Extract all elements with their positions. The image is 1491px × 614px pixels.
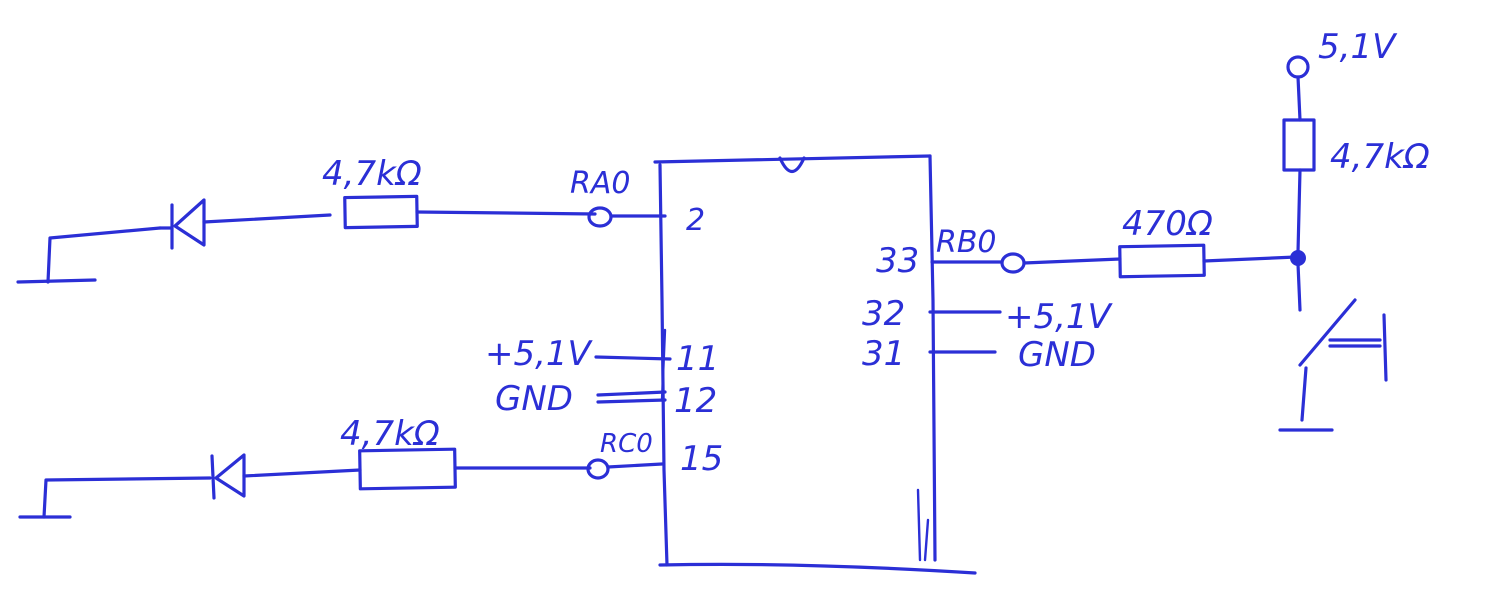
- pin-label-11: 11: [676, 339, 719, 379]
- resistor-top: [343, 194, 419, 230]
- supply-terminal: [1286, 55, 1310, 79]
- resistor-series-value: 470Ω: [1122, 204, 1213, 244]
- port-label-rc0: RC0: [600, 429, 653, 459]
- left-power-pins: +5,1V GND 11 12: [485, 334, 719, 421]
- pin-label-15: 15: [680, 439, 723, 479]
- resistor-bottom: [358, 447, 457, 491]
- push-button: [1296, 262, 1388, 422]
- resistor-series: [1118, 243, 1206, 279]
- ground-symbol-top-left: [16, 278, 97, 284]
- pin-label-2: 2: [686, 203, 705, 238]
- port-pad-ra0: [587, 206, 613, 228]
- resistor-bottom-value: 4,7kΩ: [340, 414, 440, 454]
- pin-label-12: 12: [674, 381, 717, 421]
- resistor-pullup: [1282, 118, 1316, 172]
- pin-label-33: 33: [876, 241, 919, 281]
- microcontroller-ic: [653, 154, 977, 575]
- led-branch-bottom: 4,7kΩ RC0 15: [18, 414, 723, 519]
- port-label-rb0: RB0: [936, 225, 997, 260]
- gnd-label-right: GND: [1018, 335, 1096, 375]
- vcc-label-left: +5,1V: [485, 334, 594, 374]
- port-pad-rb0: [1000, 252, 1026, 274]
- pin-label-31: 31: [862, 334, 905, 374]
- resistor-top-value: 4,7kΩ: [322, 154, 422, 194]
- supply-label: 5,1V: [1318, 27, 1398, 67]
- led-branch-top: 4,7kΩ RA0 2: [16, 154, 705, 284]
- gnd-label-left: GND: [495, 379, 573, 419]
- resistor-pullup-value: 4,7kΩ: [1330, 137, 1430, 177]
- vcc-label-right: +5,1V: [1005, 297, 1114, 337]
- port-label-ra0: RA0: [570, 166, 630, 201]
- diode-bottom: [210, 453, 362, 500]
- right-power-pins: 32 31 +5,1V GND: [862, 294, 1114, 375]
- diode-top: [158, 198, 332, 250]
- ic-notch: [778, 156, 806, 174]
- button-branch: RB0 33 470Ω 4,7kΩ 5,1V: [876, 27, 1430, 432]
- pin-label-32: 32: [862, 294, 905, 334]
- port-pad-rc0: [586, 458, 610, 480]
